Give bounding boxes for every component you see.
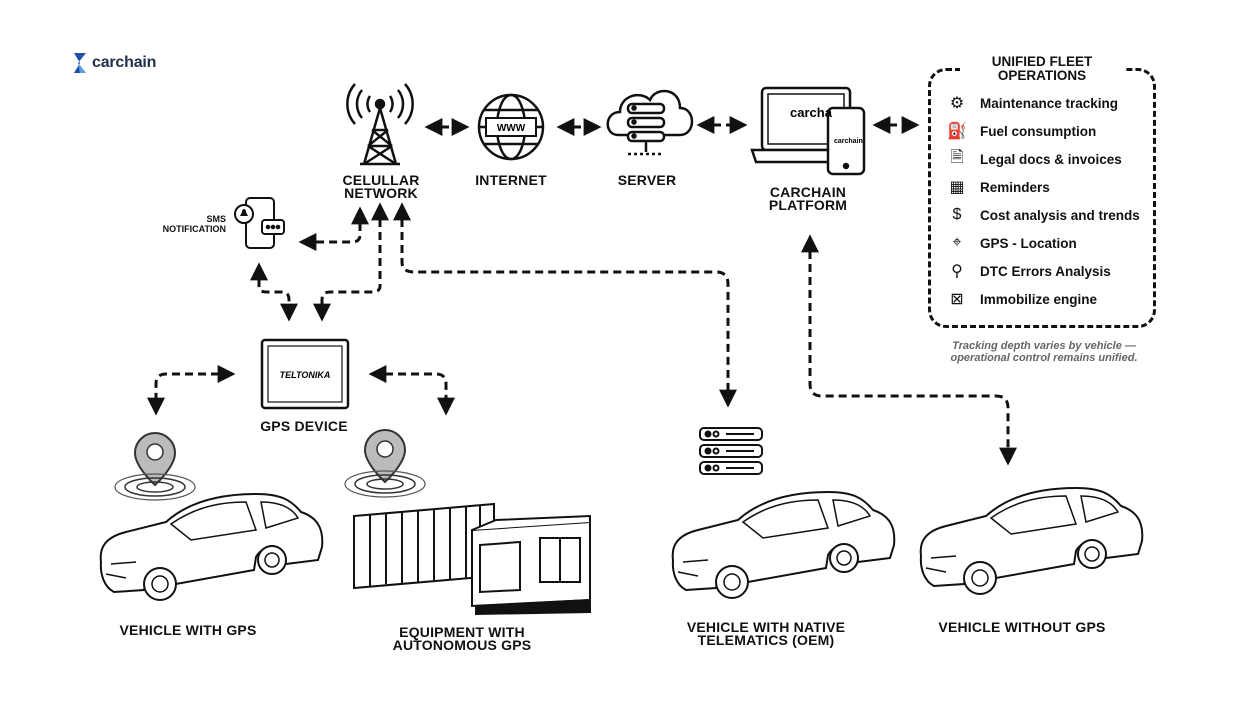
panel-note: Tracking depth varies by vehicle — opera… bbox=[950, 340, 1138, 364]
feature-label: Maintenance tracking bbox=[980, 95, 1119, 111]
brand-name: carchain bbox=[92, 54, 157, 71]
laptop-brand: carcha bbox=[790, 105, 833, 120]
globe-label: WWW bbox=[497, 123, 526, 134]
container-generator-icon bbox=[353, 502, 591, 616]
vehicle-native-telematics-label: VEHICLE WITH NATIVE TELEMATICS (OEM) bbox=[686, 619, 846, 648]
feature-item: ⌖ GPS - Location bbox=[944, 232, 1077, 254]
feature-label: GPS - Location bbox=[980, 235, 1077, 251]
feature-item: ⊠ Immobilize engine bbox=[944, 288, 1097, 310]
panel-title: UNIFIED FLEET OPERATIONS bbox=[960, 55, 1124, 83]
document-icon: 🗎 bbox=[950, 148, 964, 166]
cell-tower-icon bbox=[346, 83, 414, 166]
carchain-logo-icon bbox=[74, 53, 86, 73]
data-server-icon bbox=[699, 427, 763, 475]
location-pin-icon bbox=[344, 429, 426, 498]
arrow-cellular-device bbox=[313, 202, 389, 322]
device-brand: TELTONIKA bbox=[280, 370, 331, 380]
car-icon bbox=[99, 493, 324, 601]
gear-icon: ⚙ bbox=[949, 95, 965, 112]
cellular-network-label: CELULLAR NETWORK bbox=[342, 172, 420, 201]
sms-phone-icon bbox=[234, 197, 285, 249]
location-icon: ⌖ bbox=[952, 234, 962, 251]
server-label: SERVER bbox=[617, 172, 677, 188]
vehicle-without-gps-label: VEHICLE WITHOUT GPS bbox=[938, 619, 1106, 635]
feature-item: ⚲ DTC Errors Analysis bbox=[944, 260, 1111, 282]
fuel-pump-icon: ⛽ bbox=[947, 123, 967, 140]
equipment-autonomous-gps-label: EQUIPMENT WITH AUTONOMOUS GPS bbox=[392, 624, 532, 653]
cloud-server-icon bbox=[606, 89, 694, 156]
magnifier-icon: ⚲ bbox=[951, 263, 963, 280]
feature-item: ⛽ Fuel consumption bbox=[944, 120, 1096, 142]
engine-off-icon: ⊠ bbox=[950, 291, 964, 308]
calendar-icon: ▦ bbox=[949, 179, 965, 196]
gps-device-icon bbox=[260, 338, 350, 410]
arrow-cellular-sms bbox=[298, 206, 369, 251]
location-pin-icon bbox=[114, 432, 196, 501]
car-icon bbox=[919, 487, 1144, 595]
feature-label: Legal docs & invoices bbox=[980, 151, 1122, 167]
feature-label: Immobilize engine bbox=[980, 291, 1098, 307]
feature-item: ▦ Reminders bbox=[944, 176, 1050, 198]
arrow-cellular-native bbox=[393, 202, 737, 408]
globe-icon bbox=[477, 93, 545, 161]
brand-logo: carchain bbox=[72, 51, 156, 75]
feature-label: Fuel consumption bbox=[980, 123, 1097, 139]
carchain-platform-label: CARCHAIN PLATFORM bbox=[768, 184, 848, 213]
feature-label: Cost analysis and trends bbox=[980, 207, 1140, 223]
vehicle-with-gps-label: VEHICLE WITH GPS bbox=[119, 622, 257, 638]
arrow-device-vehicle bbox=[147, 365, 236, 416]
arrow-platform-without-gps bbox=[801, 234, 1017, 466]
gps-device-label: GPS DEVICE bbox=[260, 418, 348, 434]
feature-item: 🗎 Legal docs & invoices bbox=[944, 148, 1122, 170]
feature-item: $ Cost analysis and trends bbox=[944, 204, 1140, 226]
sms-notification-label: SMS NOTIFICATION bbox=[162, 214, 226, 234]
car-icon bbox=[671, 491, 896, 599]
laptop-phone-icon bbox=[750, 86, 866, 176]
phone-brand: carchain bbox=[834, 138, 863, 145]
feature-label: Reminders bbox=[980, 179, 1050, 195]
arrow-sms-device bbox=[250, 262, 298, 322]
internet-label: INTERNET bbox=[475, 172, 547, 188]
money-icon: $ bbox=[952, 206, 962, 223]
feature-label: DTC Errors Analysis bbox=[980, 263, 1111, 279]
connector-arrows bbox=[147, 116, 1017, 466]
arrow-device-equipment bbox=[368, 365, 455, 416]
feature-item: ⚙ Maintenance tracking bbox=[944, 92, 1118, 114]
